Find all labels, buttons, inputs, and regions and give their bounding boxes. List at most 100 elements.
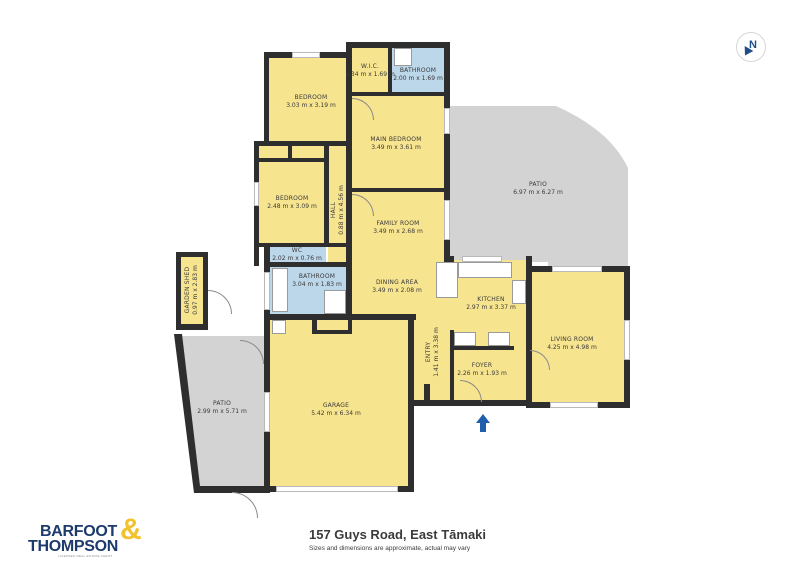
room-name: W.I.C.: [360, 63, 380, 70]
wall: [176, 252, 208, 257]
kitchen-counter: [458, 262, 512, 278]
window: [292, 52, 320, 58]
window: [254, 182, 259, 206]
wall: [526, 256, 532, 406]
room-name: PATIO: [528, 181, 548, 188]
wall: [388, 42, 392, 94]
room-name: GARAGE: [322, 402, 350, 409]
wall: [444, 256, 454, 262]
room-name: DINING AREA: [375, 279, 419, 286]
shower: [324, 290, 346, 314]
room-dimensions: 1.34 m x 1.69 m: [345, 71, 395, 78]
cupboard: [454, 332, 476, 346]
window: [444, 108, 450, 134]
room-name: BEDROOM: [294, 94, 328, 101]
wall: [450, 330, 454, 402]
wall: [256, 243, 350, 247]
wall: [288, 145, 292, 159]
room-dimensions: 0.88 m x 4.56 m: [338, 185, 345, 235]
wall: [266, 314, 416, 320]
brand-line-2: THOMPSON: [28, 538, 119, 555]
room-name: ENTRY: [425, 341, 432, 363]
wall: [324, 145, 329, 245]
wall: [312, 330, 352, 334]
brand-line-1: BARFOOT: [40, 523, 118, 540]
north-compass-icon: N: [736, 32, 766, 62]
wall: [176, 324, 208, 330]
wall: [352, 188, 444, 192]
room-bedroom-2: [258, 162, 326, 244]
room-dimensions: 3.03 m x 3.19 m: [286, 102, 336, 109]
room-dimensions: 2.48 m x 3.09 m: [267, 203, 317, 210]
patio-east-shape: [448, 106, 628, 268]
vanity: [394, 48, 412, 66]
wall: [444, 42, 450, 264]
room-name: WC: [291, 247, 303, 254]
room-dimensions: 3.04 m x 1.83 m: [292, 281, 342, 288]
room-dimensions: 0.97 m x 2.83 m: [192, 265, 199, 315]
room-garage: [270, 318, 410, 488]
window: [550, 402, 598, 408]
room-name: BATHROOM: [399, 67, 437, 74]
room-name: BATHROOM: [298, 273, 336, 280]
room-name: BEDROOM: [275, 195, 309, 202]
room-dimensions: 1.41 m x 3.38 m: [433, 327, 440, 377]
room-dimensions: 3.49 m x 3.61 m: [371, 144, 421, 151]
wall: [452, 346, 514, 350]
room-name: KITCHEN: [477, 296, 505, 303]
room-garden-shed: [180, 256, 204, 324]
window: [264, 272, 270, 310]
room-entry: [412, 322, 454, 404]
room-hall: [328, 145, 350, 265]
room-bedroom-1: [268, 57, 348, 143]
garage-sink: [272, 320, 286, 334]
window: [462, 256, 502, 262]
wall: [410, 400, 530, 406]
room-wic: [352, 47, 392, 93]
room-name: MAIN BEDROOM: [370, 136, 422, 143]
room-name: LIVING ROOM: [550, 336, 594, 343]
wall: [424, 384, 430, 402]
garage-door: [276, 486, 398, 492]
wall: [312, 314, 317, 334]
room-name: GARDEN SHED: [184, 266, 191, 314]
bathtub: [272, 268, 288, 312]
property-address: 157 Guys Road, East Tāmaki: [309, 527, 487, 542]
wall: [346, 192, 352, 318]
room-dimensions: 4.25 m x 4.98 m: [547, 344, 597, 351]
wall: [352, 92, 444, 96]
room-name: PATIO: [212, 400, 232, 407]
wall: [203, 252, 208, 330]
room-name: FAMILY ROOM: [376, 220, 420, 227]
wall: [176, 252, 181, 330]
wall: [256, 158, 328, 162]
cupboard: [488, 332, 510, 346]
wall: [264, 52, 269, 144]
room-dimensions: 2.00 m x 1.69 m: [393, 75, 443, 82]
entry-arrow-shaft: [480, 422, 486, 432]
window: [264, 392, 270, 432]
window: [552, 266, 602, 272]
brand-tagline: LICENSED REAL ESTATE AGENT: [58, 554, 113, 558]
window: [444, 200, 450, 240]
cooktop: [512, 280, 526, 304]
room-dimensions: 6.97 m x 6.27 m: [513, 189, 563, 196]
kitchen-bench: [436, 262, 458, 298]
room-name: FOYER: [471, 362, 493, 369]
disclaimer: Sizes and dimensions are approximate, ac…: [309, 545, 471, 552]
brand-logo: BARFOOT THOMPSON & LICENSED REAL ESTATE …: [28, 515, 142, 559]
room-closets: [258, 145, 328, 162]
brand-ampersand: &: [120, 513, 142, 546]
room-dimensions: 5.42 m x 6.34 m: [311, 410, 361, 417]
